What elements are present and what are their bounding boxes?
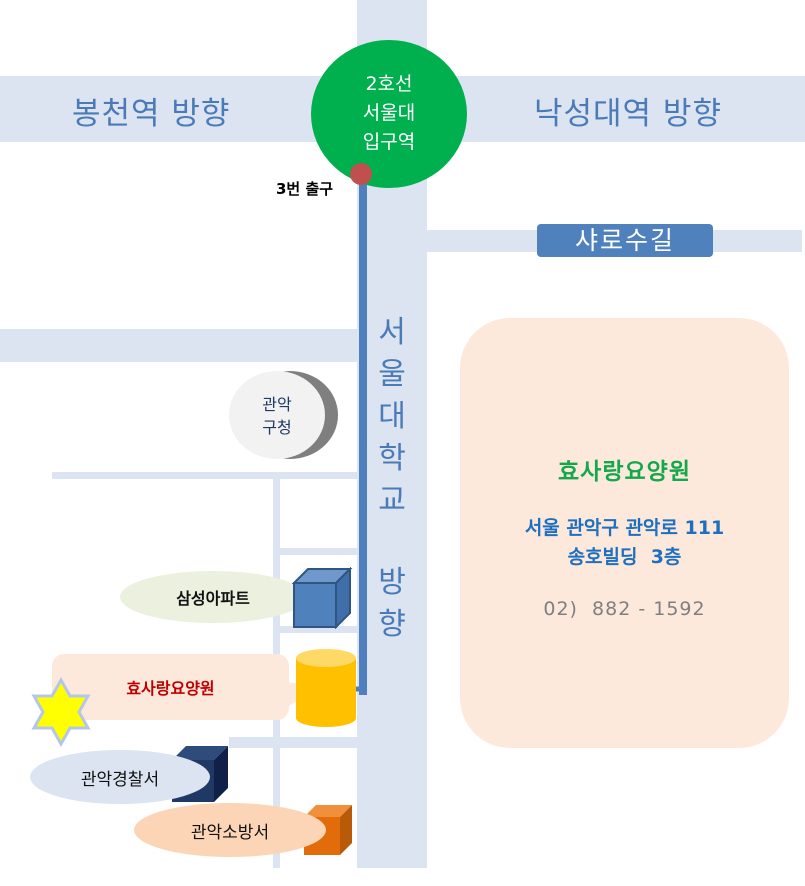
target-callout-bubble	[52, 654, 289, 720]
star-icon	[31, 677, 91, 747]
main-road-label: 서 울 대 학 교	[378, 315, 406, 518]
samsung-apartment-bubble: 삼성아파트	[120, 571, 306, 623]
alley-h2	[280, 626, 357, 633]
police-station-bubble: 관악경찰서	[30, 750, 210, 804]
info-card: 효사랑요양원 서울 관악구 관악로 111 송호빌딩 3층 02) 882 - …	[460, 318, 789, 748]
main-road-direction-label: 방 향	[378, 565, 406, 642]
exit-marker-icon	[350, 163, 372, 185]
facility-name: 효사랑요양원	[558, 459, 691, 485]
east-direction-label: 낙성대역 방향	[534, 96, 722, 132]
facility-phone: 02) 882 - 1592	[543, 598, 706, 620]
district-office-bubble: 관악 구청	[229, 371, 325, 459]
west-lower-road	[52, 472, 357, 479]
west-mid-road	[0, 329, 357, 362]
alley-h3	[229, 737, 357, 748]
facility-address: 서울 관악구 관악로 111 송호빌딩 3층	[524, 517, 725, 568]
nursing-home-cylinder-icon	[296, 649, 356, 727]
alley-h1	[280, 548, 357, 555]
walking-route-line	[359, 180, 367, 695]
apartment-cube-icon	[292, 567, 353, 629]
west-direction-label: 봉천역 방향	[72, 96, 231, 132]
subway-station-marker: 2호선 서울대 입구역	[311, 40, 467, 188]
target-label: 효사랑요양원	[126, 679, 215, 698]
exit-label: 3번 출구	[276, 180, 334, 198]
side-street-label: 샤로수길	[537, 224, 713, 257]
fire-station-bubble: 관악소방서	[134, 803, 326, 857]
